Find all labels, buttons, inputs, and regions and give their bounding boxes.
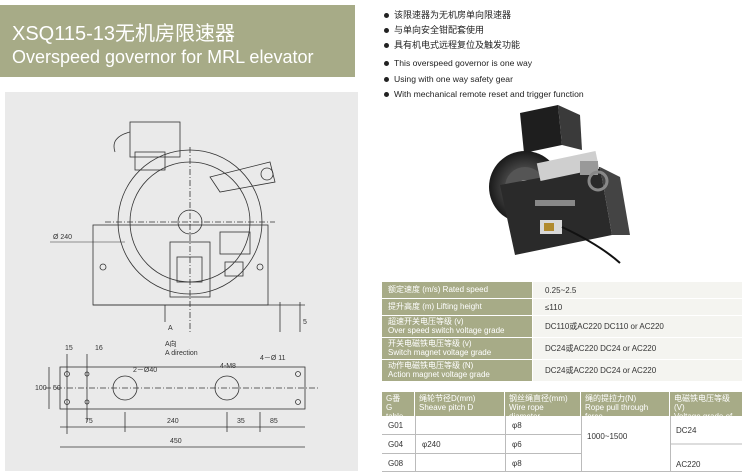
header-en: Voltage grade of solenvid (674, 412, 733, 430)
technical-drawing: Ø 240 A 5 A向 A direction 15 16 (5, 92, 358, 471)
header-en: Rope pull through force (585, 403, 649, 421)
rope-cell: φ8 (512, 420, 522, 430)
dim-50: 50 (53, 385, 61, 392)
dim-m8: 4-M8 (220, 363, 236, 370)
spec-key-en: Action magnet voltage grade (388, 369, 490, 379)
spec-value: ≤110 (532, 299, 742, 315)
feature-item: This overspeed governor is one way (383, 56, 743, 72)
dim-75: 75 (85, 418, 93, 425)
feature-list-zh: 该限速器为无机房单向限速器 与单向安全钳配套使用 具有机电式远程复位及触发功能 (383, 8, 743, 53)
spec-key-en: Rated speed (442, 284, 489, 294)
model-cell: G08 (388, 458, 404, 468)
model-cell: G04 (388, 439, 404, 449)
dim-5: 5 (303, 319, 307, 326)
spec-key-zh: 超速开关电压等级 (v) (388, 317, 464, 326)
dim-hole-11: 4－Ø 11 (260, 355, 286, 362)
spec-value: DC110或AC220 DC110 or AC220 (532, 316, 742, 337)
spec-key-zh: 开关电磁铁电压等级 (v) (388, 339, 472, 348)
feature-item: Using with one way safety gear (383, 72, 743, 88)
header-zh: 钢丝绳直径(mm) (509, 394, 568, 403)
dim-240: 240 (167, 418, 179, 425)
title-banner: XSQ115-13无机房限速器 Overspeed governor for M… (0, 5, 355, 77)
feature-item: 具有机电式远程复位及触发功能 (383, 38, 743, 53)
header-zh: 绳的提拉力(N) (585, 394, 637, 403)
header-zh: 绳轮节径D(mm) (419, 394, 476, 403)
dim-16: 16 (95, 345, 103, 352)
dim-15: 15 (65, 345, 73, 352)
spec-table: 额定速度 (m/s) Rated speed 0.25~2.5 提升高度 (m)… (382, 282, 742, 382)
header-zh: G番 (386, 394, 401, 403)
spec-key-en: Switch magnet voltage grade (388, 347, 492, 357)
feature-item: 与单向安全钳配套使用 (383, 23, 743, 38)
spec-key-zh: 动作电磁铁电压等级 (N) (388, 361, 474, 370)
pull-force-cell: 1000~1500 (587, 431, 628, 441)
spec-row: 额定速度 (m/s) Rated speed 0.25~2.5 (382, 282, 742, 299)
model-cell: G01 (388, 420, 404, 430)
spec-row: 动作电磁铁电压等级 (N)Action magnet voltage grade… (382, 360, 742, 382)
spec-row: 提升高度 (m) Lifting height ≤110 (382, 299, 742, 316)
header-en: G table (386, 403, 404, 421)
header-zh: 电磁铁电压等级(V) (674, 394, 730, 412)
dim-450: 450 (170, 438, 182, 445)
spec-value: DC24或AC220 DC24 or AC220 (532, 338, 742, 359)
spec-row: 开关电磁铁电压等级 (v)Switch magnet voltage grade… (382, 338, 742, 360)
dim-diameter: Ø 240 (53, 234, 72, 241)
table-grid (382, 416, 742, 472)
title-zh: XSQ115-13无机房限速器 (12, 23, 236, 45)
feature-item: With mechanical remote reset and trigger… (383, 87, 743, 103)
feature-list: 该限速器为无机房单向限速器 与单向安全钳配套使用 具有机电式远程复位及触发功能 (383, 8, 743, 53)
model-table-body: G01 G04 G08 φ240 φ8 φ6 φ8 1000~1500 DC24… (382, 416, 742, 472)
sheave-cell: φ240 (422, 439, 441, 449)
label-a-dir-en: A direction (165, 350, 198, 357)
title-en: Overspeed governor for MRL elevator (12, 47, 314, 67)
base-plate-view (45, 354, 320, 448)
label-a: A (168, 325, 173, 332)
spec-row: 超速开关电压等级 (v)Over speed switch voltage gr… (382, 316, 742, 338)
header-en: Sheave pitch D (419, 403, 474, 412)
dim-100: 100 (35, 385, 47, 392)
spec-key-en: Lifting height (436, 301, 482, 311)
dim-85: 85 (270, 418, 278, 425)
dim-35: 35 (237, 418, 245, 425)
product-photo (480, 95, 640, 265)
spec-key-en: Over speed switch voltage grade (388, 325, 505, 335)
dim-hole-40: 2－Ø40 (133, 367, 157, 374)
spec-value: 0.25~2.5 (532, 282, 742, 298)
feature-item: 该限速器为无机房单向限速器 (383, 8, 743, 23)
governor-front-view (92, 121, 305, 332)
label-a-dir-zh: A向 (165, 339, 177, 348)
feature-list-en: This overspeed governor is one way Using… (383, 56, 743, 103)
rope-cell: φ8 (512, 458, 522, 468)
spec-key-zh: 额定速度 (m/s) (388, 284, 441, 294)
voltage-cell: AC220 (676, 459, 701, 469)
voltage-cell: DC24 (676, 425, 697, 435)
spec-key-zh: 提升高度 (m) (388, 301, 435, 311)
header-en: Wire rope diameter (509, 403, 544, 421)
spec-value: DC24或AC220 DC24 or AC220 (532, 360, 742, 381)
rope-cell: φ6 (512, 439, 522, 449)
